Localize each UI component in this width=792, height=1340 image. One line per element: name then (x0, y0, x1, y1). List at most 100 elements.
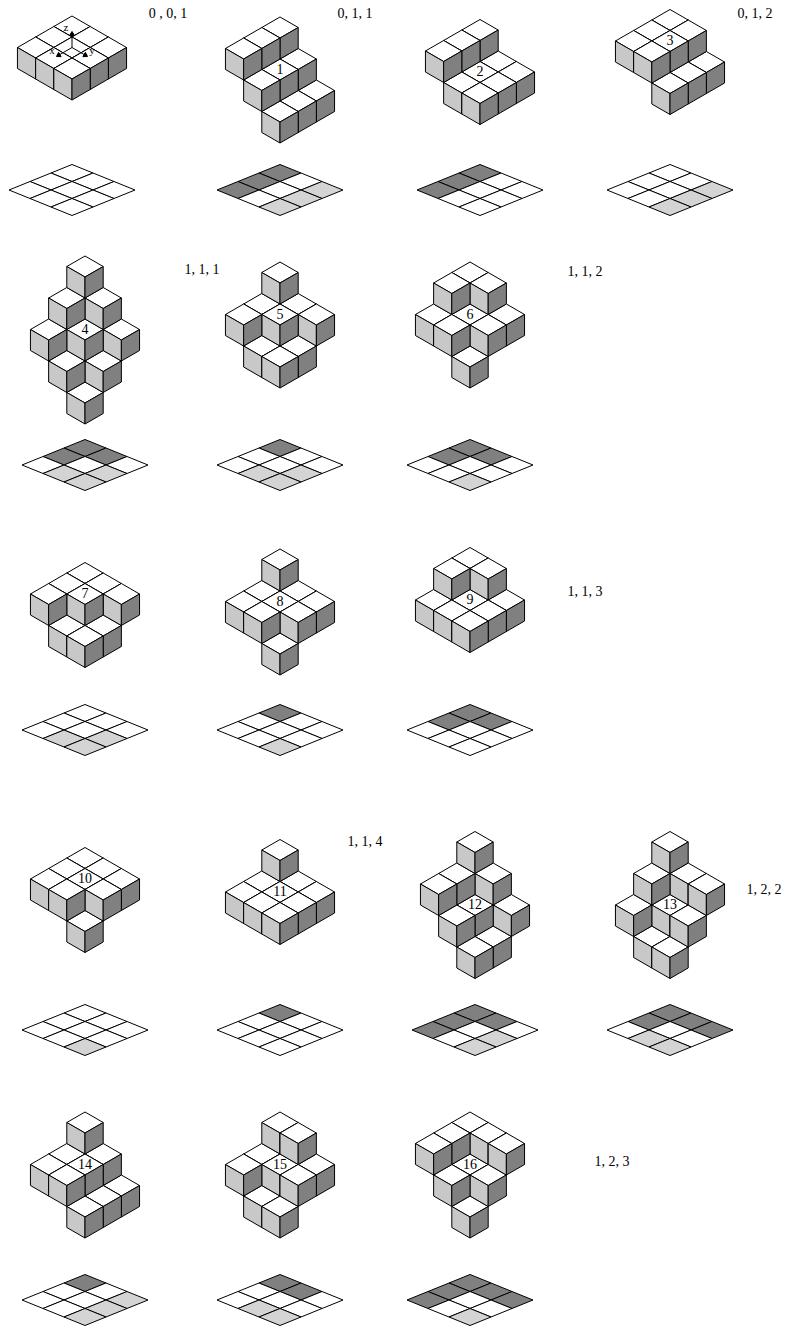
axis-line (72, 48, 84, 55)
cube-right-face (652, 52, 670, 84)
callout-number: 14 (78, 1158, 92, 1172)
cube-left-face (244, 1196, 262, 1228)
cube-right-face (121, 1186, 139, 1218)
callout-number: 11 (273, 885, 286, 899)
callout-number: 15 (273, 1158, 287, 1172)
cube-right-face (49, 594, 67, 626)
height-map-cell (259, 1309, 301, 1326)
axis-label: x (49, 45, 55, 56)
height-map-cell (459, 199, 501, 216)
cube-right-face (121, 879, 139, 911)
height-map-cell (64, 1309, 106, 1326)
cube-left-face (85, 361, 103, 393)
cube-left-face (30, 1165, 48, 1197)
cube-left-face (262, 913, 280, 945)
cube-right-face (103, 361, 121, 393)
cube-left-face (30, 594, 48, 626)
range-label: 1, 2, 2 (747, 883, 782, 897)
cube-left-face (262, 112, 280, 144)
cube-right-face (488, 569, 506, 601)
cube-right-face (280, 273, 298, 305)
cube-left-face (225, 602, 243, 634)
cube-left-face (634, 52, 652, 84)
cube-right-face (688, 31, 706, 63)
cube-right-face (506, 1144, 524, 1176)
axis-line (60, 48, 72, 55)
cube-left-face (452, 357, 470, 389)
cube-right-face (85, 921, 103, 953)
cube-left-face (67, 393, 85, 425)
cube-right-face (316, 602, 334, 634)
cube-right-face (488, 325, 506, 357)
height-map-cell (449, 739, 491, 756)
height-map-cell (649, 1039, 691, 1056)
cube-right-face (103, 298, 121, 330)
height-map-cell (259, 739, 301, 756)
cube-right-face (488, 611, 506, 643)
axis-line (72, 36, 73, 48)
cube-left-face (425, 51, 443, 83)
cube-left-face (415, 315, 433, 347)
callout-number: 7 (82, 587, 89, 601)
cube-right-face (262, 80, 280, 112)
cube-left-face (262, 273, 280, 305)
callout-number: 2 (477, 65, 484, 79)
cube-left-face (49, 626, 67, 658)
cube-right-face (688, 916, 706, 948)
cube-left-face (225, 892, 243, 924)
height-map-cell (449, 474, 491, 491)
cube-left-face (434, 325, 452, 357)
cube-left-face (444, 83, 462, 115)
cube-right-face (316, 1165, 334, 1197)
cube-left-face (298, 315, 316, 347)
cube-left-face (225, 315, 243, 347)
cube-right-face (670, 83, 688, 115)
cube-left-face (452, 621, 470, 653)
cube-left-face (688, 884, 706, 916)
cube-right-face (85, 1123, 103, 1155)
height-map-cell (259, 1039, 301, 1056)
cube-right-face (688, 73, 706, 105)
axis-arrowhead (70, 32, 75, 36)
cube-left-face (85, 890, 103, 922)
cube-right-face (85, 267, 103, 299)
cube-left-face (615, 41, 633, 73)
cube-left-face (49, 361, 67, 393)
range-label: 1, 1, 3 (568, 585, 603, 599)
cube-left-face (634, 937, 652, 969)
cube-left-face (54, 69, 72, 101)
cube-right-face (244, 1165, 262, 1197)
cube-right-face (90, 58, 108, 90)
cube-left-face (30, 330, 48, 362)
cube-right-face (298, 59, 316, 91)
cube-left-face (67, 921, 85, 953)
cube-left-face (434, 569, 452, 601)
cube-left-face (225, 49, 243, 81)
cube-right-face (706, 62, 724, 94)
cube-right-face (262, 612, 280, 644)
range-label: 0 , 0, 1 (149, 7, 188, 21)
cube-left-face (262, 850, 280, 882)
range-label: 1, 2, 3 (595, 1155, 630, 1169)
cube-right-face (506, 315, 524, 347)
cube-right-face (103, 626, 121, 658)
cube-left-face (262, 560, 280, 592)
cube-right-face (280, 28, 298, 60)
height-map-cell (259, 199, 301, 216)
cube-left-face (652, 83, 670, 115)
cube-left-face (434, 1175, 452, 1207)
cube-right-face (470, 1207, 488, 1239)
cube-right-face (444, 51, 462, 83)
cube-left-face (67, 636, 85, 668)
cube-right-face (670, 947, 688, 979)
cube-right-face (439, 884, 457, 916)
range-label: 0, 1, 1 (338, 7, 373, 21)
cube-left-face (67, 1207, 85, 1239)
cube-right-face (280, 357, 298, 389)
cube-right-face (493, 874, 511, 906)
cube-right-face (457, 916, 475, 948)
cube-right-face (506, 600, 524, 632)
cube-left-face (470, 325, 488, 357)
range-label: 0, 1, 2 (738, 7, 773, 21)
